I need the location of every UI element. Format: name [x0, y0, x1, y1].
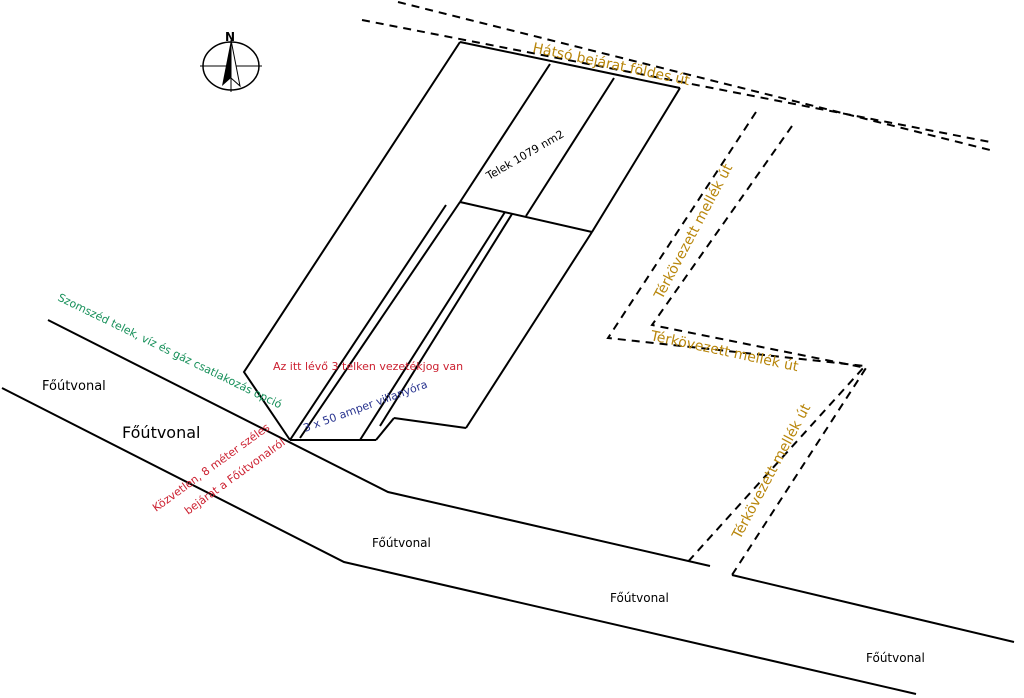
paved-side-road-left-edge: [606, 111, 868, 566]
main-road-label-4: Főútvonal: [610, 591, 669, 605]
plot-size-label: Telek 1079 nm2: [483, 128, 566, 184]
main-road-label-5: Főútvonal: [866, 651, 925, 665]
paved-side-road-label-3: Térkövezett mellék út: [729, 401, 815, 543]
rear-dirt-road-lower-edge: [397, 1, 991, 151]
main-road-label-1: Főútvonal: [42, 379, 106, 394]
compass-rose-icon: N: [200, 30, 262, 92]
main-road-upper-edge: [47, 319, 711, 567]
rear-dirt-road-upper-edge: [361, 19, 991, 143]
compass-north-letter: N: [225, 30, 235, 44]
wire-easement-label: Az itt lévő 3 telken vezetékjog van: [273, 360, 463, 373]
main-road-far-edge: [731, 574, 1015, 643]
main-road-label-2: Főútvonal: [122, 423, 200, 442]
plots-outline: [242, 41, 681, 441]
paved-side-road-label-2: Térkövezett mellék út: [648, 328, 800, 375]
paved-side-road-right-edge: [650, 125, 868, 576]
paved-side-road-label-1: Térkövezett mellék út: [651, 161, 737, 303]
main-road-lower-edge: [1, 387, 917, 695]
main-road-label-3: Főútvonal: [372, 536, 431, 550]
